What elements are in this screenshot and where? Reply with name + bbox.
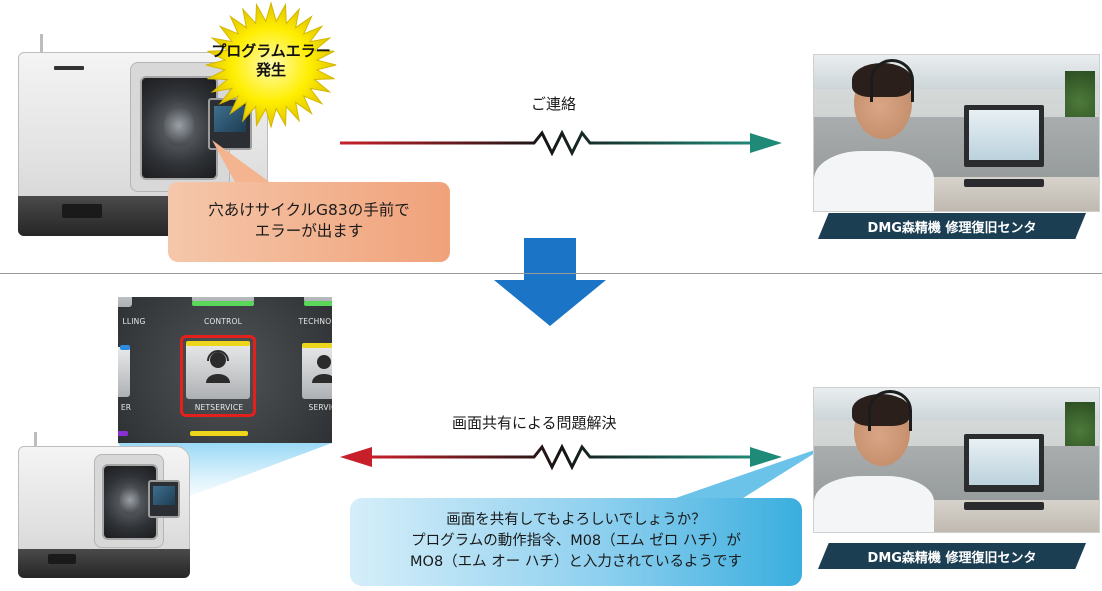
blue-callout-pointer — [670, 446, 826, 500]
ctrl-label-top-right: TECHNOLO — [298, 317, 332, 326]
netservice-highlight — [180, 335, 256, 417]
support-message-line-3: MO8（エム オー ハチ）と入力されているようです — [410, 554, 742, 570]
signal-zigzag-icon — [340, 129, 752, 157]
down-arrow-icon — [494, 238, 606, 326]
repair-center-label-bottom: DMG森精機 修理復旧センタ — [818, 543, 1086, 569]
screen-share-arrow-label: 画面共有による問題解決 — [452, 414, 617, 432]
support-operator-photo-top — [813, 54, 1100, 212]
ctrl-label-top-mid: CONTROL — [203, 317, 243, 326]
support-operator-photo-bottom — [813, 387, 1100, 533]
burst-line-1: プログラムエラー — [211, 42, 331, 60]
screen-share-arrow — [340, 443, 782, 471]
repair-center-label-top: DMG森精機 修理復旧センタ — [818, 213, 1086, 239]
contact-arrow — [340, 129, 782, 157]
signal-zigzag-icon — [370, 443, 752, 471]
support-message-callout: 画面を共有してもよろしいでしょうか？ プログラムの動作指令、M08（エム ゼロ … — [350, 498, 802, 586]
ctrl-label-right: SERVICE — [308, 403, 332, 412]
headset-icon — [870, 59, 914, 102]
error-callout-line-2: エラーが出ます — [254, 222, 364, 240]
headset-icon — [868, 390, 912, 431]
section-divider — [0, 273, 1102, 274]
starburst-label: プログラムエラー 発生 — [196, 42, 346, 80]
burst-line-2: 発生 — [255, 61, 286, 79]
callout-pointer — [212, 140, 272, 184]
error-callout: 穴あけサイクルG83の手前で エラーが出ます — [168, 182, 450, 262]
control-panel-screenshot: LLING CONTROL TECHNOLO ER NETSERVICE SER… — [118, 297, 332, 443]
support-message-line-2: プログラムの動作指令、M08（エム ゼロ ハチ）が — [411, 533, 741, 549]
person-icon — [312, 355, 332, 383]
cnc-machine-bottom — [18, 432, 190, 578]
ctrl-label-left: ER — [120, 403, 132, 412]
headset-person-icon — [206, 350, 230, 383]
support-message-line-1: 画面を共有してもよろしいでしょうか？ — [446, 512, 706, 528]
ctrl-label-top-left: LLING — [122, 317, 146, 326]
error-callout-line-1: 穴あけサイクルG83の手前で — [208, 201, 410, 219]
contact-arrow-label: ご連絡 — [531, 95, 577, 113]
error-starburst: プログラムエラー 発生 — [196, 0, 346, 130]
starburst-icon — [205, 1, 337, 129]
ctrl-label-center: NETSERVICE — [194, 403, 244, 412]
